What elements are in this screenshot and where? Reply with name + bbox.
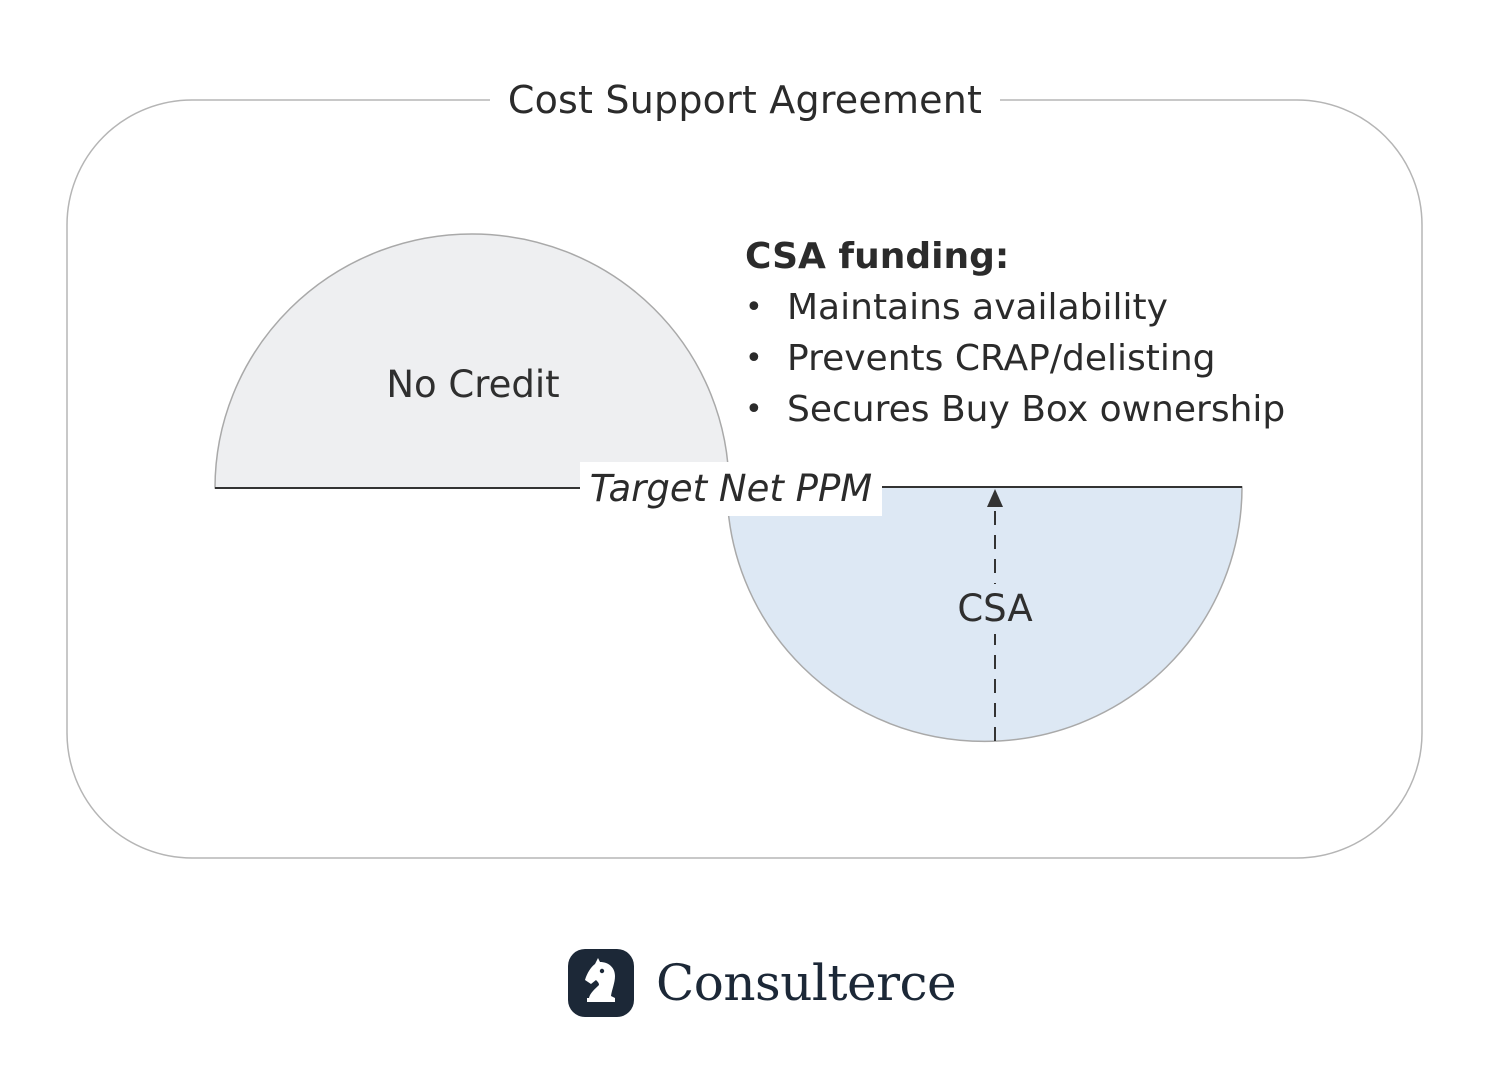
knight-chess-icon [568, 949, 634, 1017]
target-net-ppm-label: Target Net PPM [580, 462, 882, 516]
no-credit-semicircle [214, 233, 730, 489]
csa-funding-block: CSA funding: • Maintains availability • … [745, 232, 1465, 435]
bullet-icon: • [745, 392, 763, 427]
brand-name: Consulterce [656, 954, 957, 1012]
funding-item: • Prevents CRAP/delisting [745, 333, 1465, 384]
bullet-icon: • [745, 341, 763, 376]
csa-label: CSA [935, 584, 1055, 634]
funding-item: • Maintains availability [745, 282, 1465, 333]
csa-funding-heading: CSA funding: [745, 236, 1010, 277]
brand-lockup: Consulterce [568, 948, 957, 1018]
funding-item-text: Secures Buy Box ownership [787, 389, 1286, 430]
funding-item-text: Prevents CRAP/delisting [787, 338, 1216, 379]
funding-item-text: Maintains availability [787, 287, 1168, 328]
csa-arrow-head [987, 489, 1003, 507]
funding-item: • Secures Buy Box ownership [745, 384, 1465, 435]
frame-title: Cost Support Agreement [490, 74, 1000, 126]
no-credit-label: No Credit [386, 363, 560, 406]
csa-funding-list: • Maintains availability • Prevents CRAP… [745, 282, 1465, 435]
bullet-icon: • [745, 290, 763, 325]
